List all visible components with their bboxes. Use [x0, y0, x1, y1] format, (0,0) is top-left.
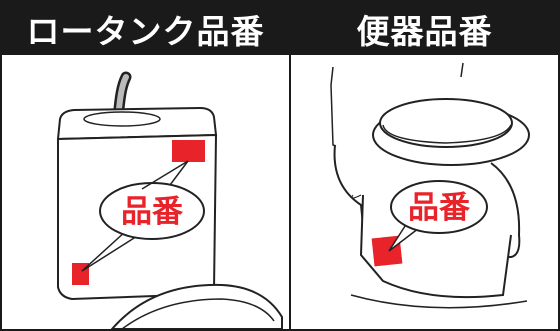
bowl-callout-bubble	[390, 180, 488, 234]
bowl-panel: 便器品番 品番	[289, 0, 560, 331]
tank-illustration: 品番	[56, 71, 283, 329]
tank-label-sticker	[172, 140, 205, 162]
tank-panel: ロータンク品番 品番	[0, 0, 291, 331]
bowl-illustration: 品番	[330, 62, 530, 309]
tank-callout-text: 品番	[121, 194, 184, 230]
tank-panel-title: ロータンク品番	[2, 2, 289, 55]
bowl-panel-title: 便器品番	[291, 2, 558, 55]
bowl-callout-text: 品番	[408, 190, 471, 226]
